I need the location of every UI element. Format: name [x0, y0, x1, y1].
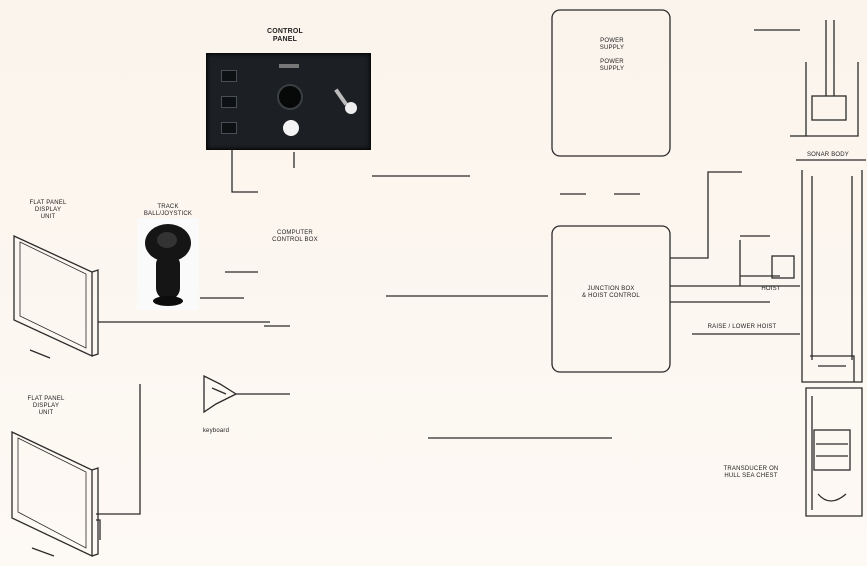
panel-button-2[interactable] — [221, 96, 237, 108]
flat-panel-display-top — [13, 234, 99, 359]
panel-switch-lever — [334, 88, 348, 106]
hoist-label: HOIST — [761, 286, 781, 292]
flat-panel-bottom-label: FLAT PANEL DISPLAY UNIT — [27, 396, 65, 416]
trackball-image — [137, 218, 199, 310]
panel-button-1[interactable] — [221, 70, 237, 82]
trackball-label: TRACK BALL/JOYSTICK — [143, 204, 193, 217]
sonar-hoist-column — [790, 20, 866, 383]
panel-switch-knob[interactable] — [345, 102, 357, 114]
flat-panel-top-label: FLAT PANEL DISPLAY UNIT — [29, 200, 67, 220]
panel-trackball-icon[interactable] — [277, 84, 303, 110]
keyboard-label: keyboard — [202, 428, 230, 434]
computer-label: COMPUTER CONTROL BOX — [272, 230, 318, 243]
control-panel — [206, 53, 371, 150]
panel-indicator — [279, 64, 299, 68]
sonar-body-label: SONAR BODY — [806, 152, 849, 158]
panel-white-knob[interactable] — [283, 120, 299, 136]
power-supply-label: POWER SUPPLY POWER SUPPLY — [599, 38, 625, 72]
junction-box-label: JUNCTION BOX & HOIST CONTROL — [582, 286, 640, 299]
raise-lower-label: RAISE / LOWER HOIST — [707, 324, 777, 330]
control-panel-label: CONTROL PANEL — [266, 28, 303, 43]
panel-button-3[interactable] — [221, 122, 237, 134]
transducer-label: TRANSDUCER ON HULL SEA CHEST — [723, 466, 779, 479]
transducer-shape — [805, 387, 863, 517]
flat-panel-display-bottom — [11, 430, 99, 558]
keyboard-shape — [203, 374, 290, 414]
